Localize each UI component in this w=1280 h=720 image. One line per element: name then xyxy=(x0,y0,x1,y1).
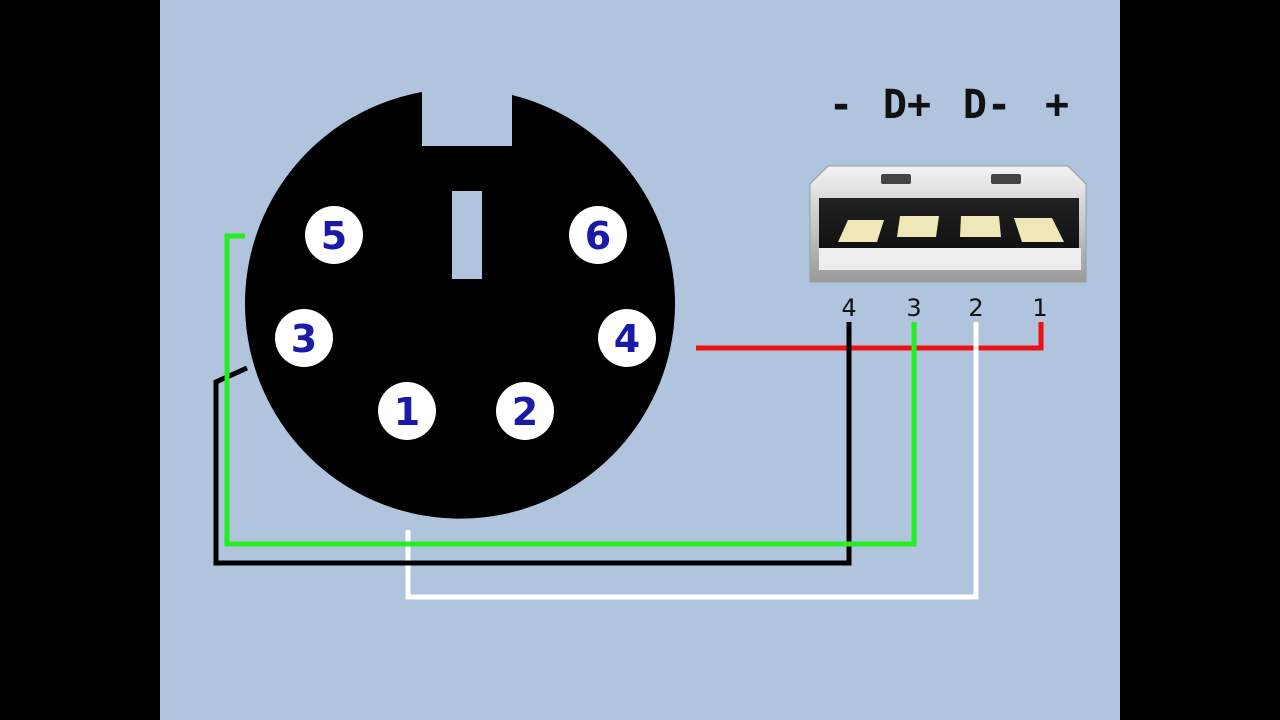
ps2-pin-5: 5 xyxy=(305,206,363,264)
usb-pin-numbers: 4 3 2 1 xyxy=(841,294,1047,322)
usb-contact-2 xyxy=(960,216,1001,237)
ps2-pin-6: 6 xyxy=(569,206,627,264)
usb-signal-ground: - xyxy=(829,82,853,128)
pin-circle xyxy=(378,382,436,440)
usb-latch-hole-right xyxy=(991,174,1021,184)
ps2-pin-1: 1 xyxy=(378,382,436,440)
wire-red xyxy=(696,322,1044,351)
ps2-pin-3: 3 xyxy=(275,309,333,367)
pin-label: 2 xyxy=(512,390,538,434)
ps2-pin-2: 2 xyxy=(496,382,554,440)
left-sidebar xyxy=(0,0,160,720)
usb-signal-vcc: + xyxy=(1045,82,1069,128)
wire-green xyxy=(224,233,917,547)
pin-label: 6 xyxy=(585,214,611,258)
usb-signal-labels: - D+ D- + xyxy=(829,82,1069,128)
usb-latch-hole-left xyxy=(881,174,911,184)
usb-signal-d-minus: D- xyxy=(963,82,1011,128)
usb-signal-d-plus: D+ xyxy=(883,82,931,128)
pin-label: 5 xyxy=(321,214,347,258)
usb-contact-4 xyxy=(838,220,884,242)
pin-circle xyxy=(496,382,554,440)
ps2-pin-4: 4 xyxy=(598,309,656,367)
usb-pin-number-4: 4 xyxy=(841,294,856,322)
usb-pin-number-1: 1 xyxy=(1032,294,1047,322)
ps2-connector: 5 6 3 4 1 2 xyxy=(244,92,675,519)
ps2-key-slot xyxy=(452,191,482,279)
usb-contact-3 xyxy=(897,216,939,237)
ps2-connector-body xyxy=(244,92,675,519)
usb-tongue xyxy=(819,248,1081,270)
usb-connector xyxy=(809,165,1087,283)
pin-circle xyxy=(275,309,333,367)
usb-pin-number-2: 2 xyxy=(968,294,983,322)
pin-circle xyxy=(305,206,363,264)
pin-circle xyxy=(598,309,656,367)
right-sidebar xyxy=(1120,0,1280,720)
wires xyxy=(213,233,1044,600)
usb-pin-number-3: 3 xyxy=(906,294,921,322)
pin-label: 1 xyxy=(394,390,420,434)
pin-label: 3 xyxy=(291,317,317,361)
pin-label: 4 xyxy=(614,317,640,361)
pin-circle xyxy=(569,206,627,264)
usb-contact-1 xyxy=(1014,218,1064,242)
